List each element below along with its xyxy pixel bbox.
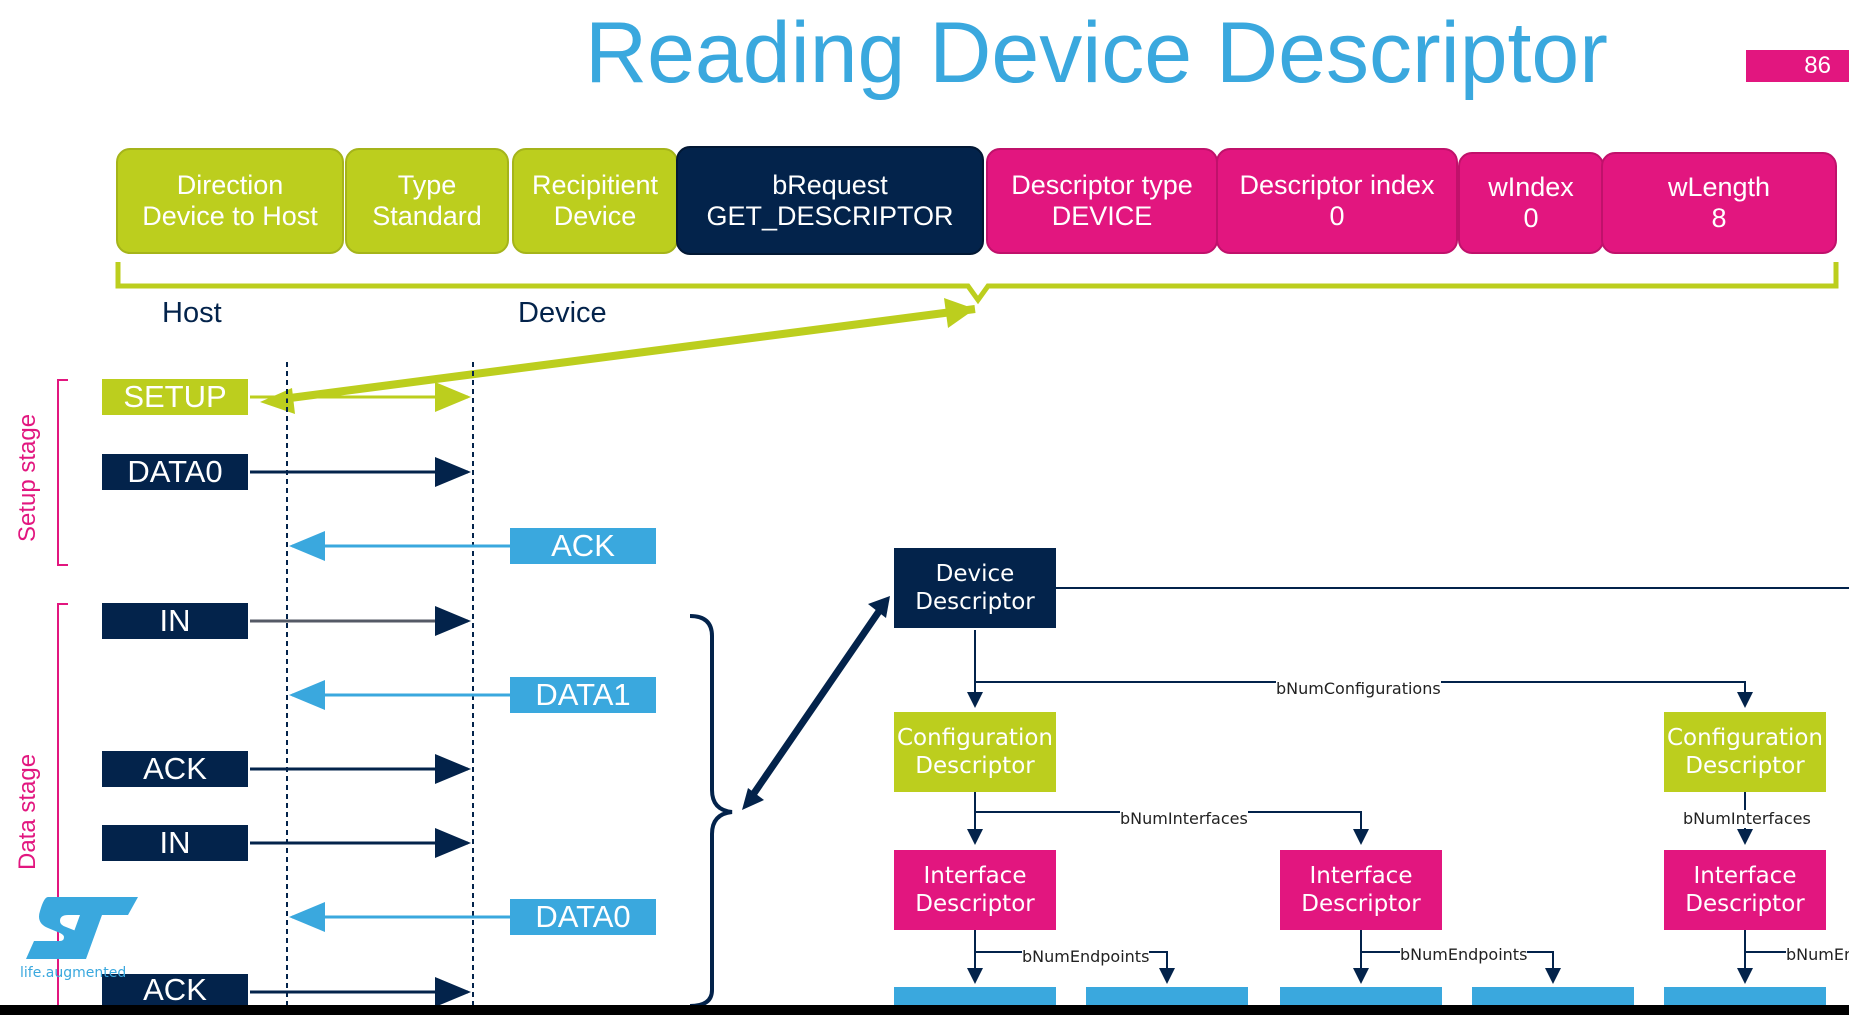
- packet-data0-device: DATA0: [510, 899, 656, 935]
- packet-setup: SETUP: [102, 379, 248, 415]
- page-number: 86: [1746, 50, 1849, 82]
- field-wlength: wLength 8: [1601, 152, 1837, 254]
- packet-in-1: IN: [102, 603, 248, 639]
- data-stage-label: Data stage: [14, 753, 41, 870]
- configuration-descriptor-box-2: Configuration Descriptor: [1664, 712, 1826, 792]
- interface-descriptor-box-2: Interface Descriptor: [1280, 850, 1442, 930]
- field-type-title: Type: [397, 170, 457, 200]
- field-brequest-title: bRequest: [772, 169, 888, 200]
- configuration-descriptor-box-1: Configuration Descriptor: [894, 712, 1056, 792]
- label-bnuminterfaces-2: bNumInterfaces: [1683, 809, 1811, 828]
- configuration-descriptor-1-line2: Descriptor: [915, 753, 1035, 779]
- setup-expand-arrow: [289, 305, 976, 402]
- label-bnumendpoints-2: bNumEndpoints: [1400, 945, 1528, 964]
- device-descriptor-line2: Descriptor: [915, 589, 1035, 615]
- interface-descriptor-3-line2: Descriptor: [1685, 891, 1805, 917]
- packet-ack-host-2: ACK: [102, 974, 248, 1006]
- packet-ack-host: ACK: [102, 751, 248, 787]
- field-wlength-title: wLength: [1667, 172, 1771, 202]
- st-logo-mark: life.augmented: [20, 897, 138, 981]
- field-descriptor-type-title: Descriptor type: [1011, 170, 1193, 200]
- interface-descriptor-2-line1: Interface: [1309, 863, 1413, 889]
- interface-descriptor-box-1: Interface Descriptor: [894, 850, 1056, 930]
- field-brequest-value: GET_DESCRIPTOR: [706, 200, 954, 231]
- field-direction-title: Direction: [176, 170, 284, 200]
- data-stage-bracket: [57, 603, 68, 1005]
- label-bnumendpoints-1: bNumEndpoints: [1022, 947, 1150, 966]
- label-bnumendpoints-3: bNumEnd: [1786, 946, 1849, 964]
- setup-stage-bracket: [57, 379, 68, 566]
- device-label: Device: [518, 297, 607, 329]
- field-recipient: Recipitient Device: [512, 148, 678, 254]
- label-bnumconfigurations: bNumConfigurations: [1276, 679, 1441, 698]
- field-wlength-value: 8: [1711, 203, 1727, 233]
- configuration-descriptor-2-line2: Descriptor: [1685, 753, 1805, 779]
- field-brace: [115, 262, 1839, 305]
- device-descriptor-box: Device Descriptor: [894, 548, 1056, 628]
- field-type-value: Standard: [372, 201, 482, 231]
- field-brequest: bRequest GET_DESCRIPTOR: [676, 146, 984, 255]
- endpoint-descriptor-box: [1664, 987, 1826, 1007]
- configuration-descriptor-1-line1: Configuration: [897, 725, 1053, 751]
- setup-stage-label: Setup stage: [14, 413, 41, 542]
- data-brace: [689, 614, 733, 1008]
- endpoint-descriptor-box: [1472, 987, 1634, 1007]
- field-descriptor-index: Descriptor index 0: [1216, 148, 1458, 254]
- field-direction: Direction Device to Host: [116, 148, 344, 254]
- endpoint-descriptor-box: [1280, 987, 1442, 1007]
- configuration-descriptor-2-line1: Configuration: [1667, 725, 1823, 751]
- packet-ack-device: ACK: [510, 528, 656, 564]
- endpoint-descriptor-box: [894, 987, 1056, 1007]
- field-recipient-title: Recipitient: [531, 170, 659, 200]
- field-windex-title: wIndex: [1488, 172, 1574, 202]
- packet-in-2: IN: [102, 825, 248, 861]
- bottom-bar: [0, 1005, 1849, 1015]
- descriptor-link-arrow: [745, 602, 887, 804]
- field-windex: wIndex 0: [1458, 152, 1604, 254]
- field-descriptor-index-title: Descriptor index: [1239, 170, 1435, 200]
- label-bnuminterfaces-1: bNumInterfaces: [1120, 809, 1248, 828]
- field-recipient-value: Device: [553, 201, 637, 231]
- packet-data1: DATA1: [510, 677, 656, 713]
- page-title: Reading Device Descriptor: [585, 5, 1608, 101]
- endpoint-descriptor-box: [1086, 987, 1248, 1007]
- field-descriptor-index-value: 0: [1329, 201, 1345, 231]
- st-logo-tagline: life.augmented: [20, 965, 126, 981]
- interface-descriptor-1-line2: Descriptor: [915, 891, 1035, 917]
- packet-data0: DATA0: [102, 454, 248, 490]
- device-descriptor-line1: Device: [935, 561, 1015, 587]
- field-descriptor-type: Descriptor type DEVICE: [986, 148, 1218, 254]
- field-direction-value: Device to Host: [142, 201, 318, 231]
- interface-descriptor-box-3: Interface Descriptor: [1664, 850, 1826, 930]
- field-type: Type Standard: [345, 148, 509, 254]
- interface-descriptor-2-line2: Descriptor: [1301, 891, 1421, 917]
- interface-descriptor-1-line1: Interface: [923, 863, 1027, 889]
- host-label: Host: [162, 297, 222, 329]
- interface-descriptor-3-line1: Interface: [1693, 863, 1797, 889]
- field-windex-value: 0: [1523, 203, 1539, 233]
- field-descriptor-type-value: DEVICE: [1051, 201, 1153, 231]
